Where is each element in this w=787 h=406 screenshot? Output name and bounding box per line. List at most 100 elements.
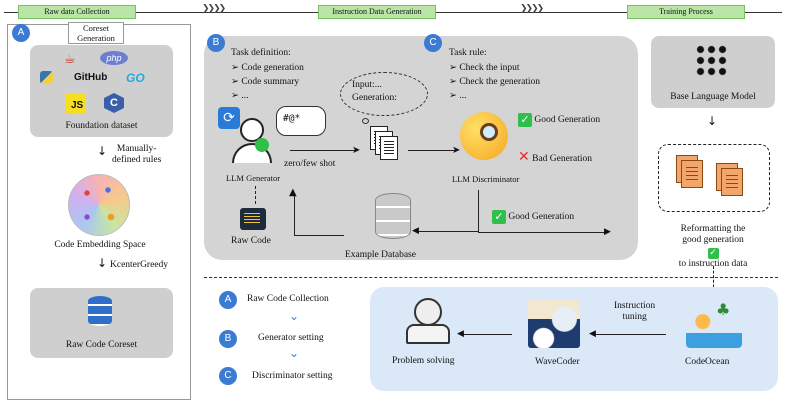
legend-chevron-1-icon: ⌄: [289, 309, 300, 323]
task-definition-title: Task definition:: [231, 48, 291, 58]
codeocean-label: CodeOcean: [685, 357, 730, 367]
zero-few-shot-label: zero/few shot: [284, 159, 336, 169]
raw-code-coreset-label: Raw Code Coreset: [65, 340, 138, 350]
arrow-head-left-3-icon: ◀: [589, 329, 596, 339]
chevrons-1-icon: ❯❯❯❯: [202, 4, 226, 14]
github-logo-icon: GitHub: [74, 72, 108, 83]
user-check-icon: [255, 138, 269, 152]
task-rule-title: Task rule:: [449, 48, 487, 58]
badge-b: B: [207, 34, 225, 52]
arrow-down-2-icon: ↓: [97, 256, 108, 270]
foundation-dataset-label: Foundation dataset: [65, 121, 138, 131]
llm-discriminator-label: LLM Discriminator: [452, 174, 520, 184]
arrow-head-1-icon: ➤: [352, 145, 361, 156]
python-icon: [40, 71, 53, 84]
reformat-box: [658, 144, 770, 212]
island-icon: [686, 304, 742, 348]
neural-network-icon: [695, 44, 729, 76]
arrow-generator-to-docs: [290, 150, 356, 151]
task-item-code-generation: ➢ Code generation: [231, 63, 304, 73]
robot-icon: [414, 298, 442, 326]
badge-a: A: [12, 24, 30, 42]
database-gray-icon: [375, 193, 411, 239]
bubble-tail: [362, 118, 369, 124]
legend-generator-setting: Generator setting: [258, 333, 324, 343]
bubble-input-text: Input:...: [352, 80, 382, 90]
good-generation-row: ✓ Good Generation: [518, 113, 600, 127]
arrow-head-up-icon: ▲: [289, 187, 297, 198]
bubble-generation-text: Generation:: [352, 93, 397, 103]
arrow-to-codeocean-line: [713, 266, 714, 292]
java-icon: ☕: [64, 52, 76, 67]
good-to-database-line: [418, 231, 479, 232]
legend-badge-a: A: [219, 291, 237, 309]
code-embedding-space-label: Code Embedding Space: [54, 240, 146, 250]
example-database-label: Example Database: [345, 250, 416, 260]
generated-doc-3-icon: [380, 136, 398, 160]
arrow-head-right-icon: ▶: [604, 227, 611, 237]
refresh-icon: ⟳: [218, 107, 240, 129]
legend-discriminator-setting: Discriminator setting: [252, 371, 333, 381]
orange-doc-2-icon: [681, 160, 703, 188]
code-lines-icon: [244, 213, 260, 225]
arrow-down-1-icon: ↓: [97, 144, 108, 158]
arrow-head-left-icon: ◀: [412, 226, 419, 236]
task-item-code-summary: ➢ Code summary: [231, 77, 300, 87]
rule-item-ellipsis: ➢ ...: [449, 91, 467, 101]
discriminator-down-line: [478, 190, 479, 232]
good-generation-bottom-row: ✓ Good Generation: [492, 210, 574, 224]
raw-code-label: Raw Code: [231, 236, 271, 246]
arrow-rawcode-up: [255, 186, 256, 204]
stage-training-process: Training Process: [627, 5, 745, 19]
check-icon-3: ✓: [707, 248, 719, 259]
orange-doc-4-icon: [721, 168, 743, 196]
stage-raw-data-collection: Raw data Collection: [18, 5, 136, 19]
great-wave-icon: [528, 300, 580, 348]
chevrons-2-icon: ❯❯❯❯: [520, 4, 544, 14]
kcenter-greedy-label: KcenterGreedy: [110, 260, 169, 270]
check-icon-2: ✓: [492, 210, 506, 224]
coreset-generation-label: Coreset Generation: [68, 22, 124, 44]
badge-c: C: [424, 34, 442, 52]
instruction-tuning-label: Instruction tuning: [614, 301, 656, 322]
llm-generator-label: LLM Generator: [226, 173, 281, 183]
legend-chevron-2-icon: ⌄: [289, 346, 300, 360]
generation-panel: [204, 36, 638, 260]
arrow-docs-to-discriminator: [408, 150, 456, 151]
palm-tree-icon: ♣: [716, 300, 731, 319]
legend-badge-b: B: [219, 330, 237, 348]
cross-icon: ✕: [518, 149, 530, 165]
arrow-wavecoder-to-robot: [462, 334, 512, 335]
robot-body-icon: [406, 324, 450, 344]
thought-bubble: [340, 72, 428, 116]
speech-bubble-icon: [276, 106, 326, 136]
arrow-head-left-2-icon: ◀: [457, 329, 464, 339]
database-blue-icon: [88, 296, 112, 326]
to-instruction-data-label: ✓to instruction data: [678, 248, 748, 269]
js-logo-icon: JS: [66, 93, 86, 113]
go-logo-icon: GO: [126, 71, 145, 85]
section-separator: [204, 277, 778, 278]
reformatting-label: Reformatting the good generation: [680, 224, 746, 245]
problem-solving-label: Problem solving: [392, 356, 455, 366]
legend-raw-code-collection: Raw Code Collection: [247, 294, 329, 304]
bad-generation-row: ✕ Bad Generation: [518, 149, 592, 165]
arrow-head-2-icon: ➤: [452, 145, 461, 156]
manually-defined-rules-label: Manually- defined rules: [112, 144, 162, 165]
base-language-model-label: Base Language Model: [670, 92, 756, 102]
arrow-codeocean-to-wavecoder: [594, 334, 666, 335]
check-icon-1: ✓: [518, 113, 532, 127]
feedback-path: [294, 196, 344, 236]
monocle-lens-icon: [480, 123, 498, 141]
embedding-scatter-icon: [68, 174, 130, 236]
symbols-text: #@*: [283, 113, 301, 124]
stage-instruction-data-generation: Instruction Data Generation: [318, 5, 436, 19]
wavecoder-label: WaveCoder: [535, 357, 580, 367]
good-to-training-line: [478, 232, 608, 233]
arrow-down-training-icon: ↓: [707, 114, 718, 128]
rule-item-check-generation: ➢ Check the generation: [449, 77, 541, 87]
task-item-ellipsis: ➢ ...: [231, 91, 249, 101]
legend-badge-c: C: [219, 367, 237, 385]
rule-item-check-input: ➢ Check the input: [449, 63, 520, 73]
cpp-logo-icon: C: [104, 93, 124, 113]
